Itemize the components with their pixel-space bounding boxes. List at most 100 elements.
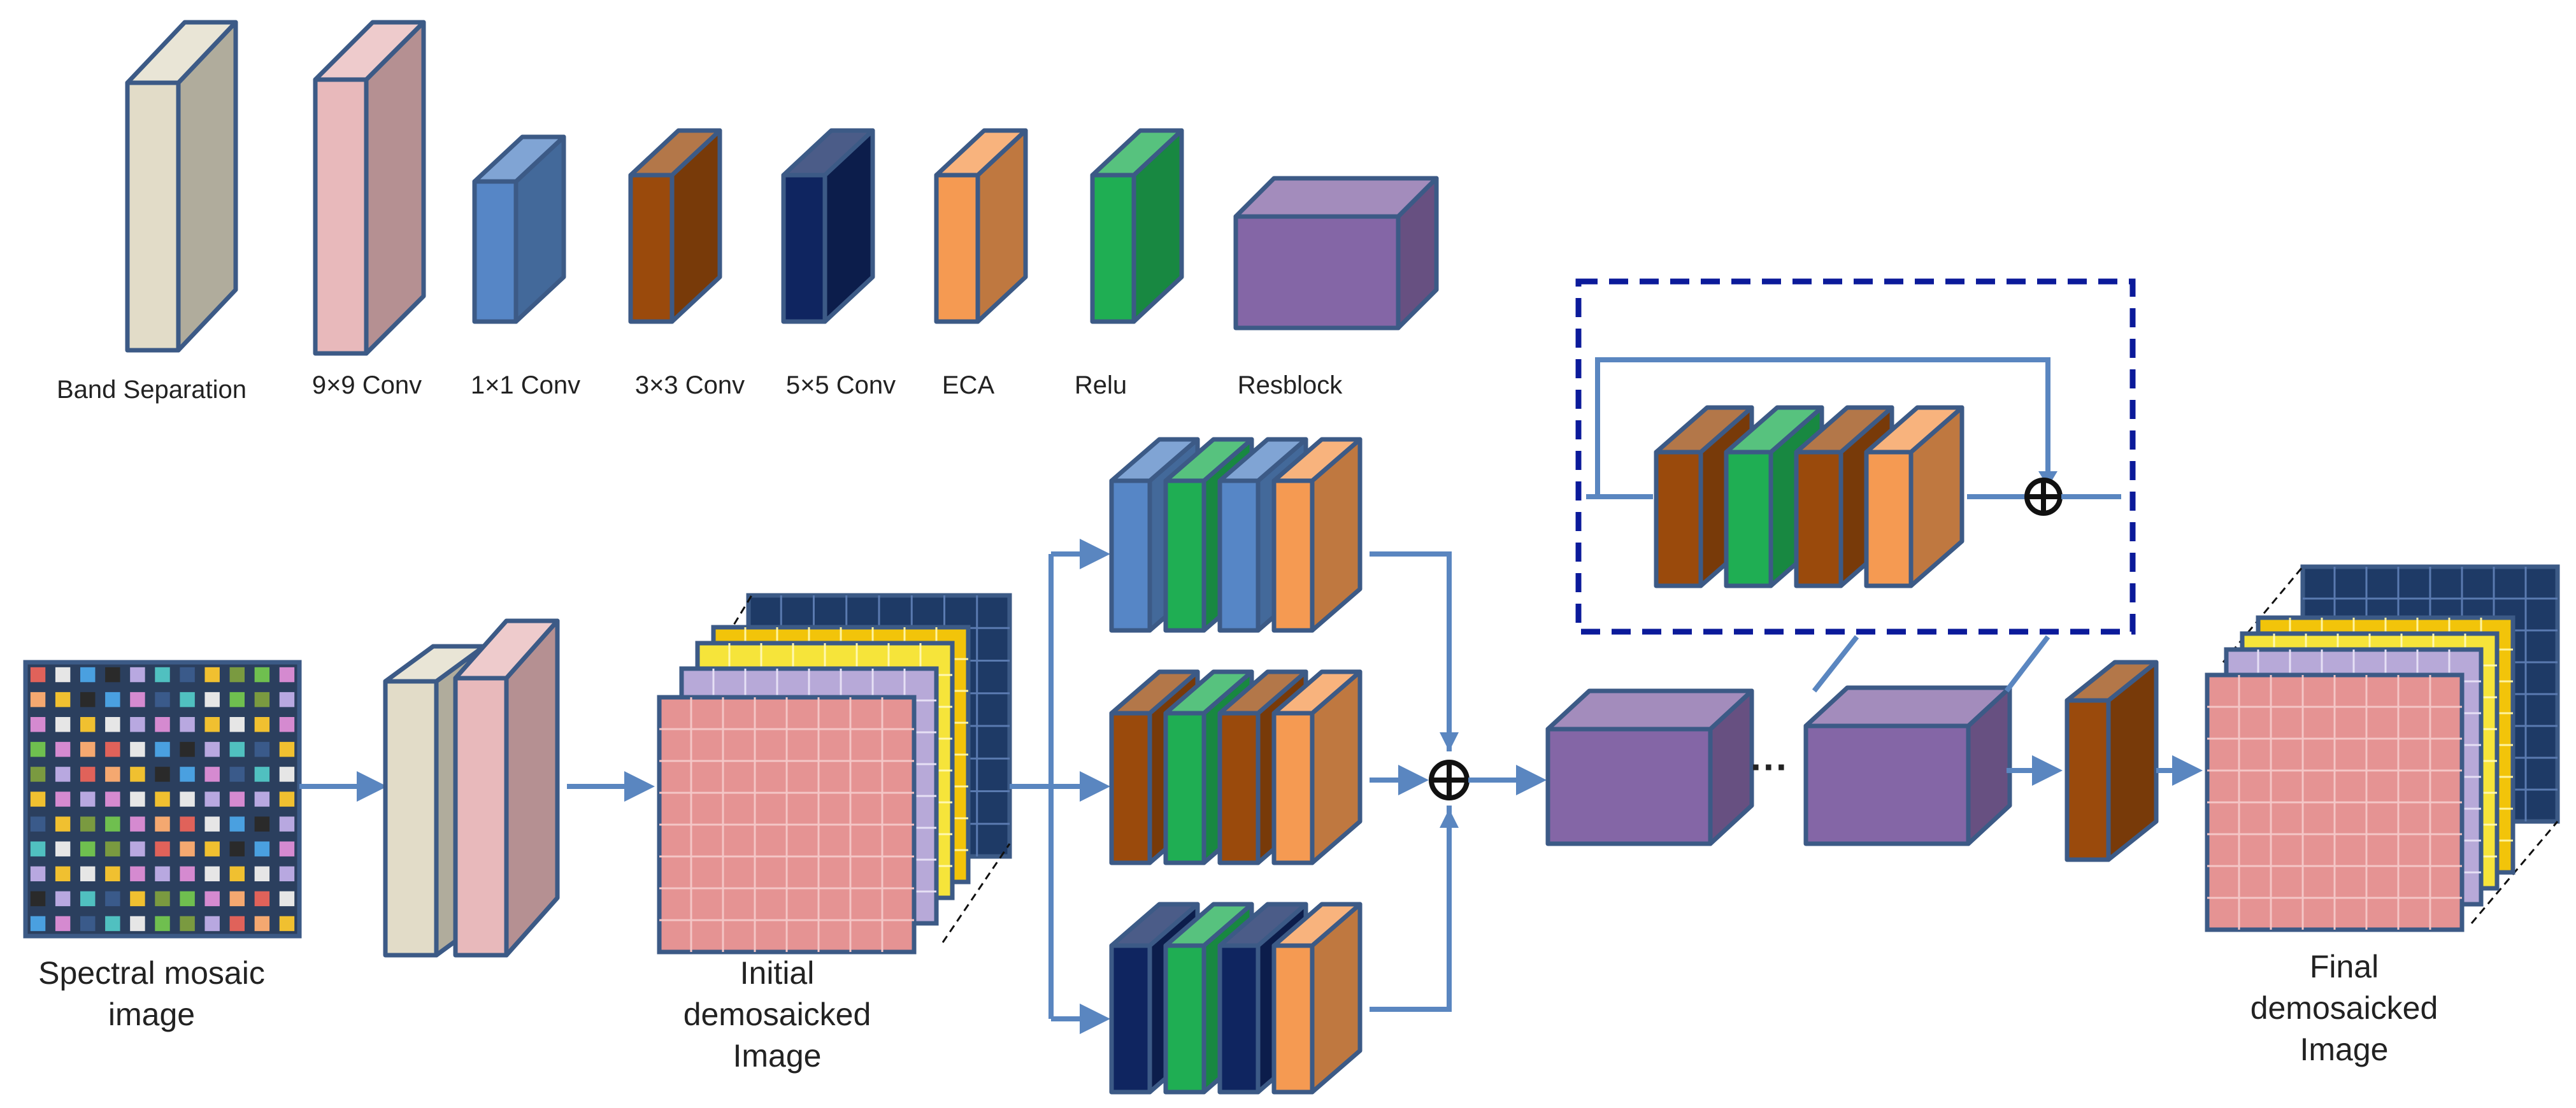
- mosaic-pixel: [105, 792, 120, 807]
- mosaic-pixel: [155, 891, 170, 907]
- mosaic-pixel: [180, 866, 195, 881]
- mosaic-pixel: [155, 767, 170, 782]
- mosaic-pixel: [80, 742, 96, 757]
- mosaic-pixel: [105, 816, 120, 832]
- final-demosaicked-stack: [2205, 564, 2560, 932]
- mosaic-pixel: [55, 816, 71, 832]
- detail-link-right: [2004, 635, 2050, 693]
- mosaic-pixel: [204, 742, 220, 757]
- conv9x9-block: [313, 20, 426, 356]
- input-label-line1: Spectral mosaic: [38, 955, 265, 991]
- mosaic-pixel: [229, 692, 245, 707]
- conv3x3-block: [628, 128, 722, 324]
- mosaic-pixel: [80, 667, 96, 683]
- mosaic-pixel: [80, 891, 96, 907]
- mosaic-pixel: [279, 841, 295, 856]
- mosaic-pixel: [80, 717, 96, 732]
- mosaic-pixel: [155, 667, 170, 683]
- mosaic-pixel: [254, 767, 270, 782]
- mosaic-pixel: [155, 816, 170, 832]
- mosaic-pixel: [204, 891, 220, 907]
- resblock-detail: [1575, 278, 2136, 635]
- merge-bottom-head: [1440, 809, 1459, 828]
- merge-top-head: [1440, 732, 1459, 751]
- mosaic-pixel: [30, 816, 46, 832]
- mosaic-pixel: [130, 916, 145, 932]
- mosaic-pixel: [204, 816, 220, 832]
- legend: [125, 20, 1439, 356]
- mosaic-pixel: [55, 891, 71, 907]
- mosaic-pixel: [55, 841, 71, 856]
- mosaic-pixel: [105, 667, 120, 683]
- final-label-line2: demosaicked: [2250, 990, 2438, 1026]
- mosaic-pixel: [55, 692, 71, 707]
- detail-link-left: [1812, 635, 1859, 693]
- mosaic-pixel: [155, 841, 170, 856]
- mosaic-pixel: [130, 667, 145, 683]
- mosaic-pixel: [30, 916, 46, 932]
- mosaic-pixel: [254, 717, 270, 732]
- mosaic-pixel: [155, 792, 170, 807]
- mosaic-pixel: [254, 841, 270, 856]
- mosaic-pixel: [80, 692, 96, 707]
- mosaic-pixel: [130, 692, 145, 707]
- mosaic-pixel: [204, 866, 220, 881]
- mosaic-pixel: [155, 742, 170, 757]
- branch-3: [1109, 902, 1363, 1095]
- mosaic-pixel: [105, 841, 120, 856]
- mosaic-pixel: [279, 667, 295, 683]
- resblock-n: [1803, 685, 2012, 846]
- legend-label-3x3-conv: 3×3 Conv: [635, 371, 745, 399]
- mosaic-pixel: [130, 792, 145, 807]
- mosaic-pixel: [30, 841, 46, 856]
- mosaic-pixel: [180, 792, 195, 807]
- relu-block: [1090, 128, 1184, 324]
- mosaic-pixel: [229, 742, 245, 757]
- conv1x1-block: [472, 134, 566, 324]
- resblock-1: [1545, 688, 1754, 846]
- mosaic-pixel: [229, 767, 245, 782]
- mosaic-pixel: [254, 692, 270, 707]
- legend-label-1x1-conv: 1×1 Conv: [471, 371, 580, 399]
- mosaic-pixel: [180, 667, 195, 683]
- mosaic-pixel: [279, 916, 295, 932]
- mosaic-pixel: [229, 866, 245, 881]
- mosaic-pixel: [30, 667, 46, 683]
- mosaic-pixel: [130, 866, 145, 881]
- mosaic-pixel: [130, 816, 145, 832]
- mosaic-pixel: [180, 717, 195, 732]
- mosaic-pixel: [55, 866, 71, 881]
- mosaic-pixel: [155, 692, 170, 707]
- mosaic-pixel: [204, 916, 220, 932]
- merge-bottom: [1370, 806, 1452, 1012]
- initial-label-line1: Initial: [740, 955, 815, 991]
- mosaic-pixel: [180, 742, 195, 757]
- mosaic-pixel: [105, 916, 120, 932]
- mosaic-pixel: [130, 742, 145, 757]
- branch-1: [1109, 437, 1363, 633]
- mosaic-pixel: [254, 866, 270, 881]
- mosaic-pixel: [55, 767, 71, 782]
- mosaic-pixel: [105, 692, 120, 707]
- mosaic-pixel: [155, 866, 170, 881]
- pipeline: [23, 278, 2560, 1095]
- mosaic-pixel: [180, 767, 195, 782]
- mosaic-pixel: [30, 742, 46, 757]
- spectral-mosaic-image: [23, 660, 302, 939]
- mosaic-pixel: [254, 816, 270, 832]
- legend-label-relu: Relu: [1075, 371, 1127, 399]
- legend-label-eca: ECA: [942, 371, 995, 399]
- band-separation-block: [125, 20, 238, 353]
- final-label-line1: Final: [2310, 949, 2379, 984]
- mosaic-pixel: [254, 891, 270, 907]
- mosaic-pixel: [279, 692, 295, 707]
- mosaic-pixel: [204, 767, 220, 782]
- mosaic-pixel: [180, 841, 195, 856]
- mosaic-pixel: [279, 792, 295, 807]
- merge-top: [1370, 551, 1452, 751]
- mosaic-pixel: [229, 667, 245, 683]
- mosaic-pixel: [254, 792, 270, 807]
- final-label-line3: Image: [2300, 1032, 2389, 1067]
- eca-block: [934, 128, 1028, 324]
